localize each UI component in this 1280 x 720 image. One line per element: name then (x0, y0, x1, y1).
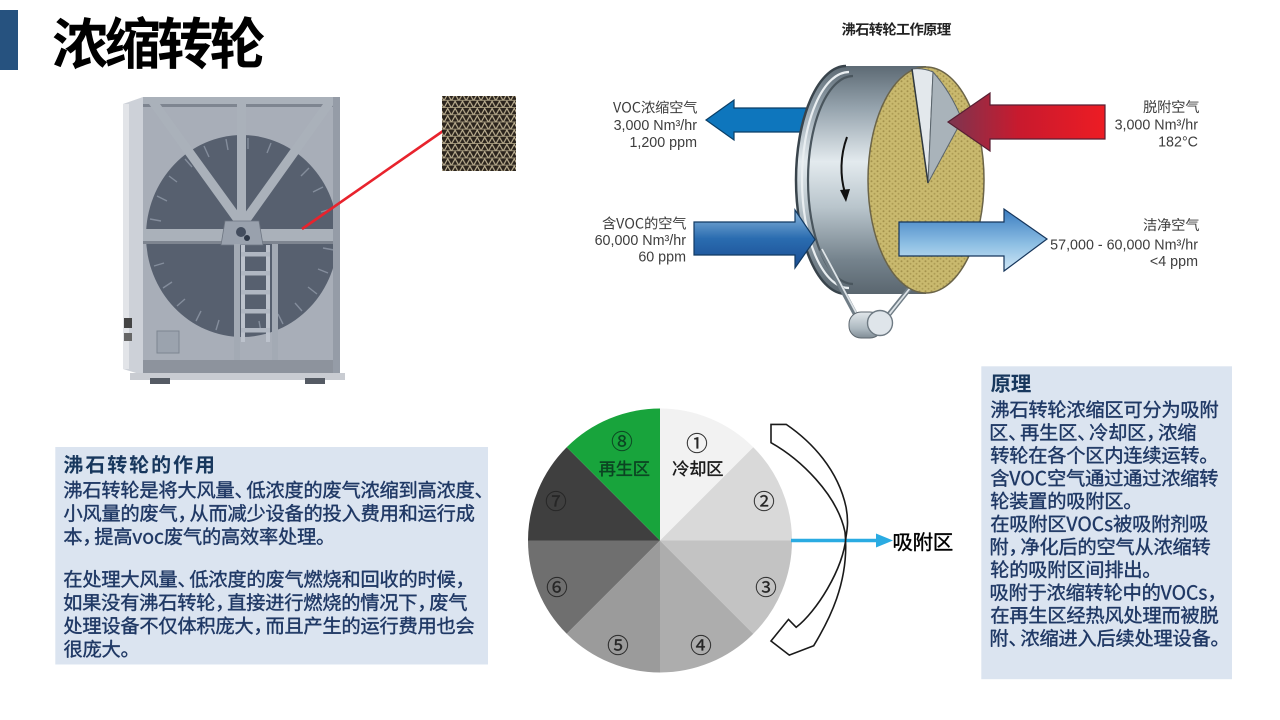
svg-text:<4 ppm: <4 ppm (1150, 254, 1198, 270)
svg-text:60,000 Nm³/hr: 60,000 Nm³/hr (595, 233, 687, 249)
svg-text:3,000 Nm³/hr: 3,000 Nm³/hr (1115, 118, 1199, 134)
svg-text:182°C: 182°C (1158, 135, 1198, 151)
svg-text:60 ppm: 60 ppm (638, 250, 686, 266)
svg-text:3,000 Nm³/hr: 3,000 Nm³/hr (614, 118, 698, 134)
svg-text:57,000 - 60,000 Nm³/hr: 57,000 - 60,000 Nm³/hr (1050, 238, 1198, 254)
svg-text:1,200 ppm: 1,200 ppm (629, 135, 697, 151)
